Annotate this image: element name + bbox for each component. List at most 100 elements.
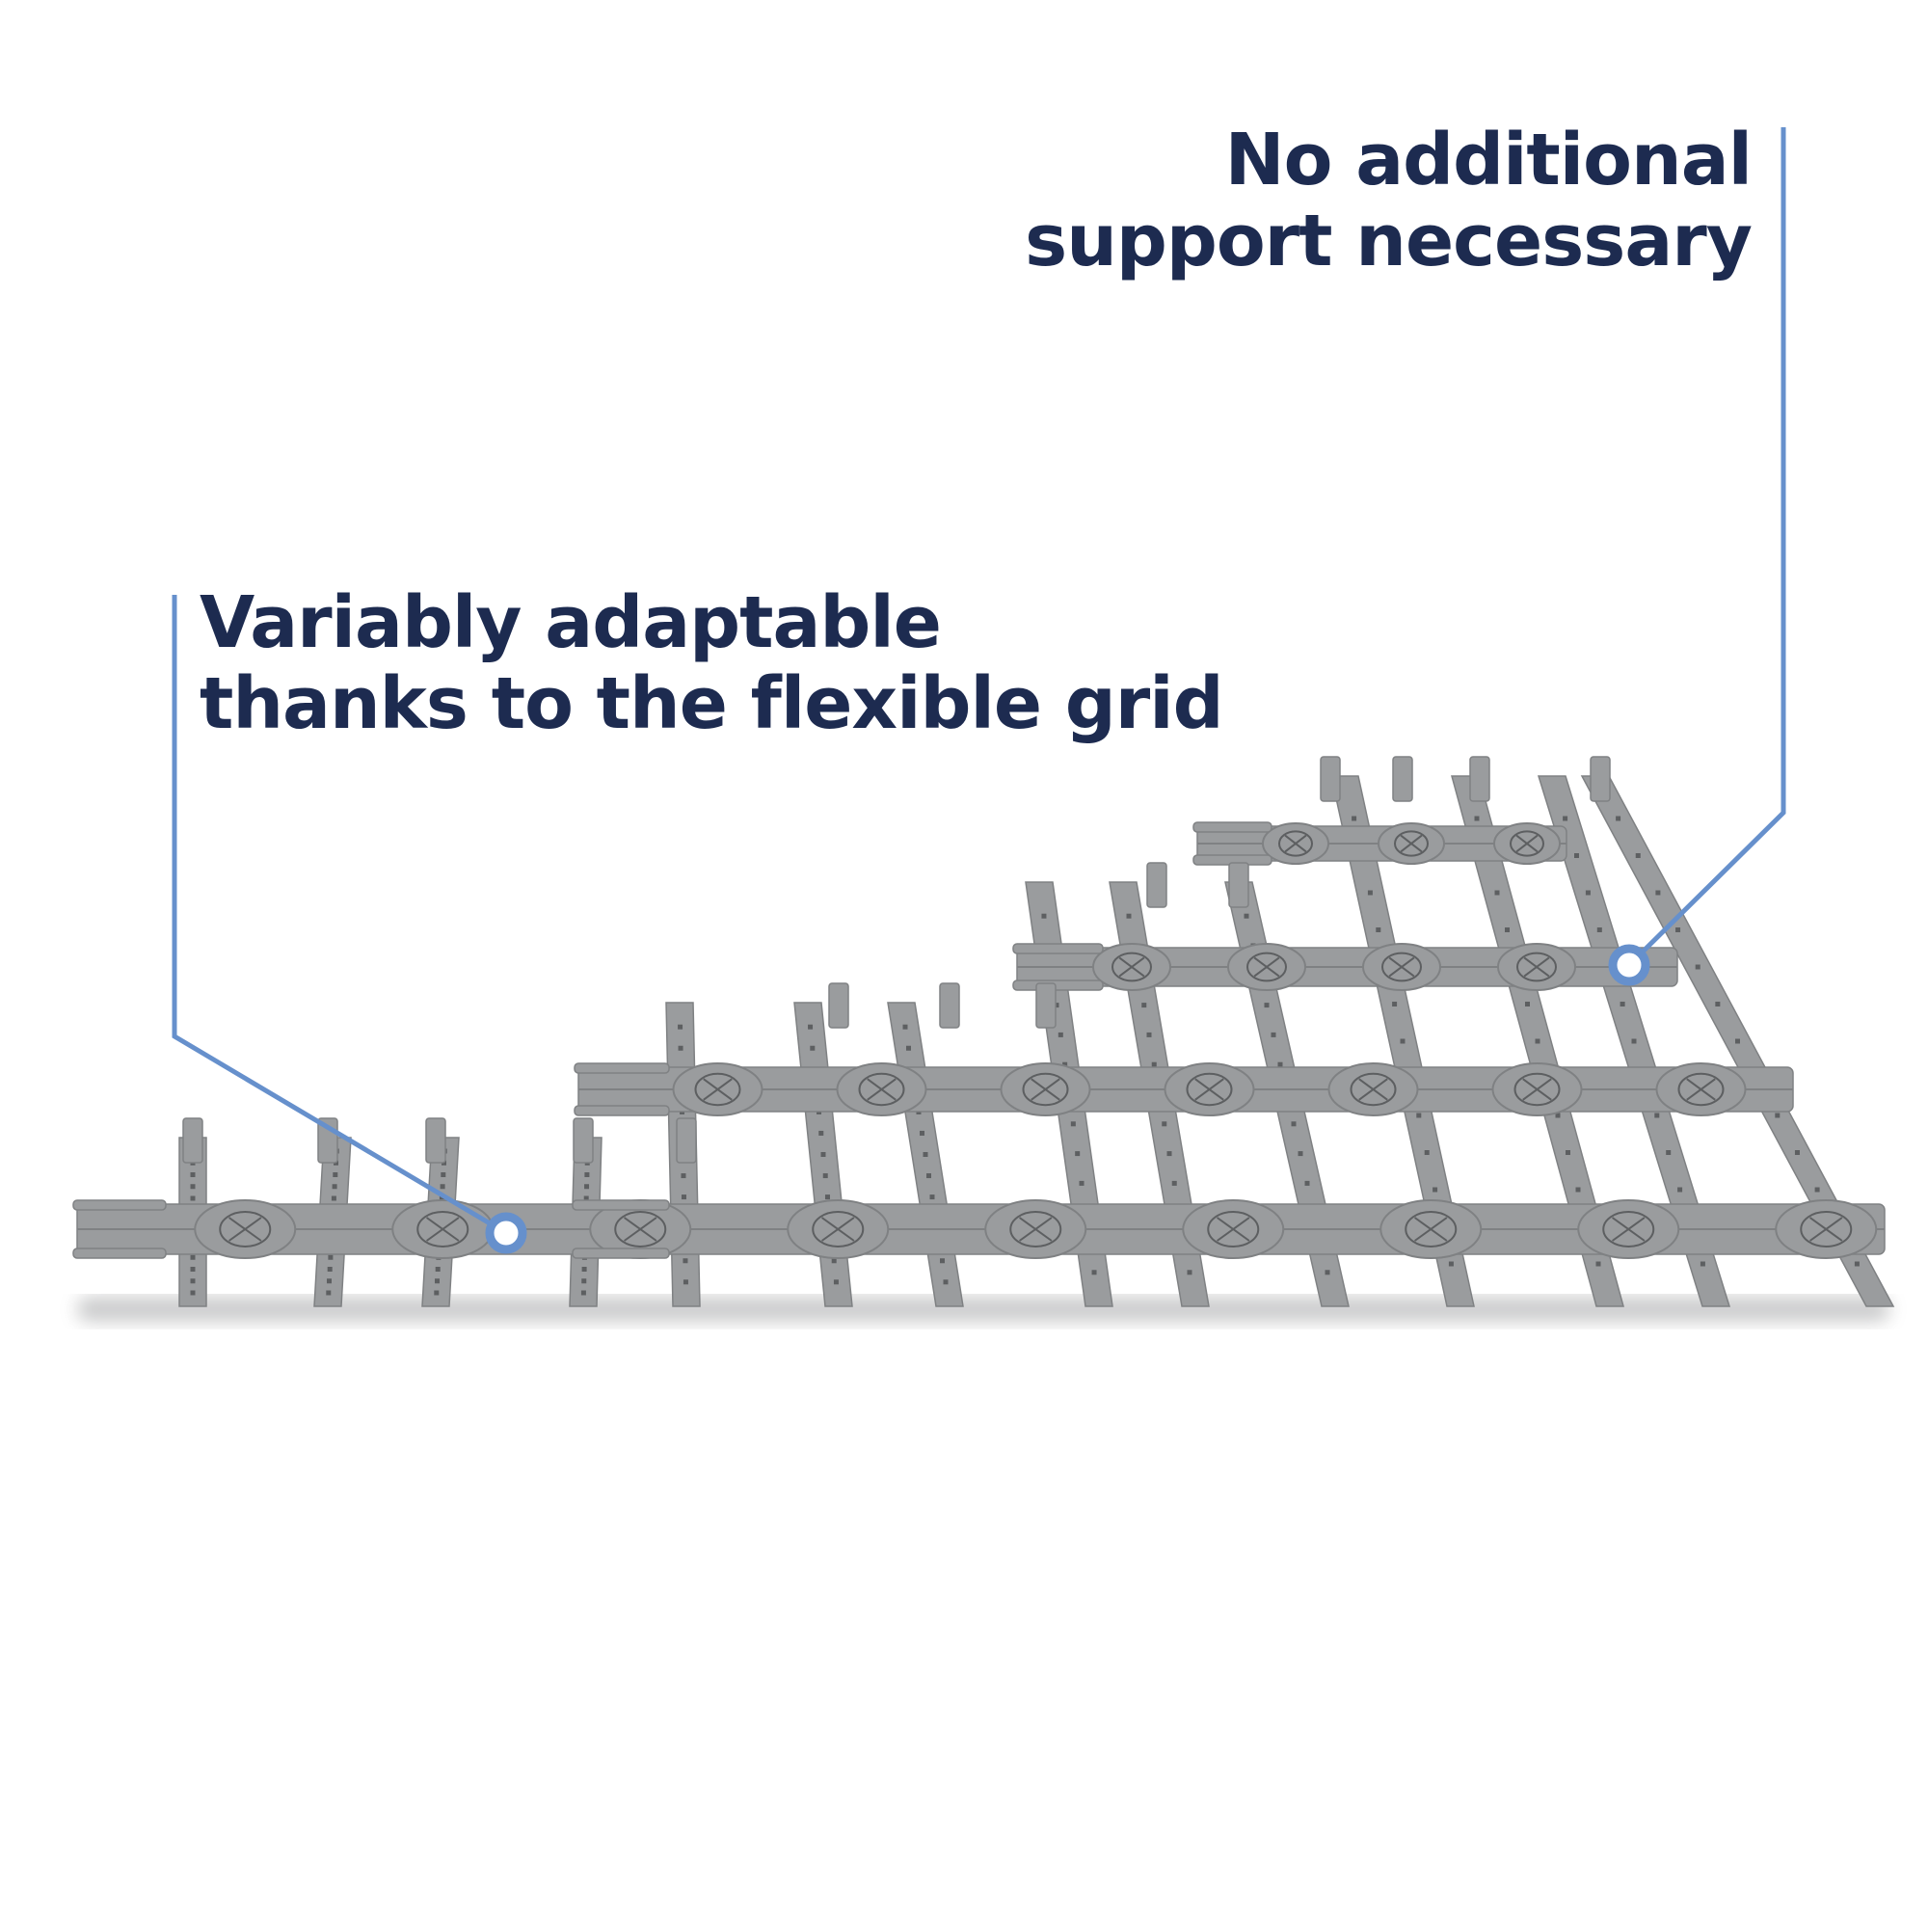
grid-rib-hole: [1376, 927, 1381, 932]
grid-rib-hole: [923, 1152, 928, 1157]
grid-rib-hole: [1058, 1032, 1063, 1037]
grid-rib-hole: [1075, 1151, 1081, 1157]
grid-rib-stub: [1469, 756, 1490, 802]
grid-rib-hole: [1162, 1121, 1167, 1127]
circle-marker-icon: [485, 1212, 527, 1254]
grid-rib-hole: [441, 1172, 446, 1177]
grid-rib-hole: [920, 1130, 924, 1136]
grid-rib-hole: [583, 1195, 589, 1201]
grid-rib-stub: [1146, 862, 1167, 908]
grid-rib-hole: [1585, 890, 1591, 896]
grid-rib-hole: [943, 1279, 949, 1285]
grid-rib-hole: [681, 1173, 686, 1179]
grid-rib-hole: [1433, 1187, 1438, 1193]
grid-rib-hole: [1126, 913, 1132, 919]
grid-rib-hole: [581, 1278, 587, 1284]
grid-rib-hole: [1595, 1261, 1601, 1267]
grid-rib-hole: [1854, 1261, 1860, 1267]
grid-rib-hole: [1264, 1003, 1270, 1008]
grid-rib-hole: [435, 1278, 440, 1284]
grid-rib-hole: [1448, 1261, 1454, 1267]
grid-rib-stub: [425, 1117, 446, 1164]
grid-rib-hole: [1244, 913, 1249, 919]
grid-rib-hole: [1505, 927, 1510, 932]
grid-rib-hole: [940, 1258, 945, 1264]
grid-rib-hole: [1525, 1002, 1530, 1006]
grid-shadow-band: [77, 1297, 1889, 1322]
grid-rib-hole: [1635, 853, 1641, 858]
grid-rib-hole: [906, 1045, 911, 1051]
grid-hub-cross: [1809, 1217, 1843, 1242]
grid-rib-hole: [902, 1024, 908, 1030]
grid-rib-hole: [328, 1254, 334, 1260]
grid-rib-hole: [1474, 816, 1480, 821]
grid-rib-hole: [434, 1290, 440, 1296]
grid-rib-hole: [1367, 890, 1373, 896]
grid-rib-hole: [678, 1024, 683, 1030]
grid-rib-stub: [1392, 756, 1413, 802]
grid-rib-hole: [190, 1254, 196, 1260]
grid-rib-hole: [1494, 890, 1500, 896]
grid-rib-hole: [1070, 1121, 1076, 1127]
grid-hub-cross: [624, 1217, 657, 1242]
grid-hub-cross: [1019, 1217, 1053, 1242]
grid-rib-hole: [1775, 1113, 1781, 1118]
grid-rib-hole: [1616, 816, 1621, 821]
grid-rib-hole: [1141, 1003, 1147, 1008]
grid-rib-hole: [332, 1184, 337, 1190]
grid-rib-hole: [1146, 1032, 1152, 1037]
grid-rib-hole: [1596, 927, 1602, 932]
grid-rib-hole: [818, 1130, 824, 1136]
grid-rib-hole: [929, 1194, 935, 1200]
grid-rib-hole: [824, 1194, 830, 1200]
grid-rib-hole: [1654, 1113, 1660, 1118]
grid-rib-hole: [331, 1195, 336, 1201]
grid-rib-hole: [1695, 964, 1700, 970]
grid-tab: [574, 1062, 670, 1074]
grid-rib-hole: [1814, 1187, 1820, 1193]
grid-tab: [72, 1248, 167, 1259]
flexible-grid-mat: [72, 756, 1895, 1307]
grid-rib-hole: [190, 1290, 196, 1296]
grid-rib-hole: [190, 1172, 196, 1177]
grid-rib-hole: [1563, 816, 1568, 821]
grid-hub-cross: [1217, 1217, 1250, 1242]
grid-rib-hole: [1666, 1150, 1672, 1155]
grid-rib-hole: [681, 1194, 686, 1200]
grid-rib-hole: [1091, 1270, 1097, 1275]
grid-rib-hole: [810, 1045, 816, 1051]
grid-rib-hole: [1620, 1002, 1625, 1006]
grid-hub-cross: [821, 1217, 855, 1242]
grid-rib-hole: [1715, 1002, 1721, 1006]
grid-rib-hole: [439, 1195, 444, 1201]
grid-hub-cross: [1612, 1217, 1646, 1242]
grid-rib-hole: [1566, 1150, 1570, 1155]
grid-rib-hole: [1291, 1121, 1297, 1127]
grid-rib-hole: [333, 1172, 338, 1177]
grid-rib-stub: [1035, 982, 1057, 1029]
grid-hub-cross: [703, 1078, 733, 1101]
callout-no-support-text: No additional support necessary: [1025, 120, 1753, 282]
grid-rib-hole: [190, 1195, 196, 1201]
grid-rib-hole: [1416, 1113, 1422, 1118]
grid-rib-hole: [1675, 927, 1681, 932]
grid-shadow: [77, 1297, 1889, 1322]
grid-tab: [572, 1199, 670, 1211]
grid-rib-hole: [926, 1173, 931, 1179]
grid-rib-hole: [1054, 1003, 1059, 1008]
grid-rib-hole: [1794, 1150, 1800, 1155]
grid-hub-cross: [1414, 1217, 1448, 1242]
grid-rib-hole: [1151, 1061, 1157, 1067]
grid-rib-hole: [190, 1184, 196, 1190]
grid-rib-stub: [182, 1117, 203, 1164]
grid-hub-cross: [1400, 834, 1423, 853]
grid-hub-cross: [1284, 834, 1307, 853]
grid-hub-cross: [1118, 956, 1145, 978]
grid-rib-hole: [440, 1184, 445, 1190]
grid-rib-stub: [828, 982, 849, 1029]
grid-tab: [572, 1248, 670, 1259]
grid-rib-hole: [435, 1267, 441, 1272]
callout-no-support-line2: support necessary: [1025, 200, 1753, 282]
